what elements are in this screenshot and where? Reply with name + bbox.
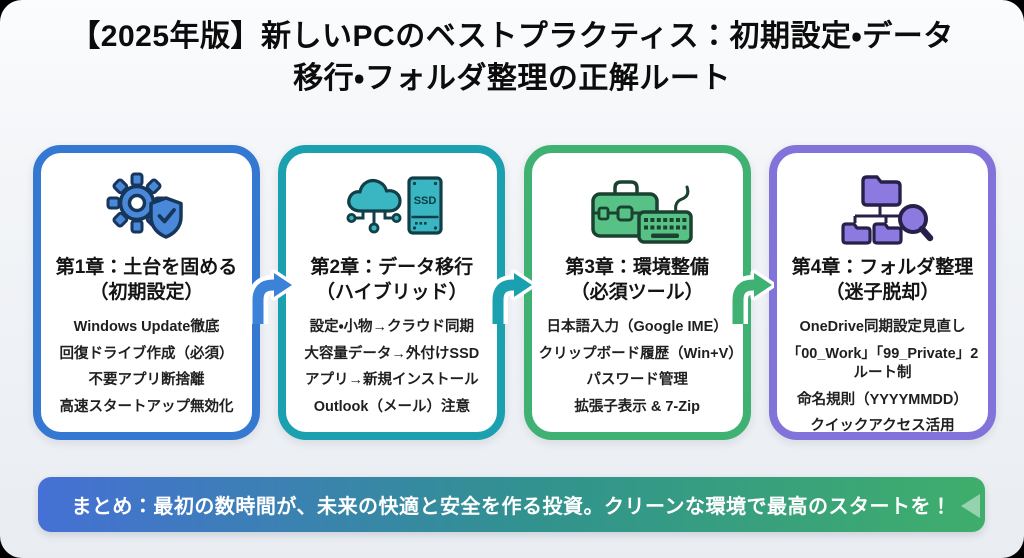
checklist-item: 回復ドライブ作成（必須） bbox=[59, 345, 234, 362]
chapter-2-items: 設定・小物→クラウド同期 大容量データ→外付けSSD アプリ→新規インストール … bbox=[293, 318, 490, 417]
ssd-label: SSD bbox=[414, 195, 437, 207]
chapter-4-title: 第4章：フォルダ整理 （迷子脱却） bbox=[784, 255, 981, 305]
chapter-subtitle-line: （ハイブリッド） bbox=[316, 282, 468, 304]
flow-arrow-1 bbox=[248, 269, 294, 324]
cloud-ssd-icon: SSD bbox=[346, 176, 443, 235]
chapter-2-title: 第2章：データ移行 （ハイブリッド） bbox=[293, 255, 490, 305]
chapter-card-2: SSD 第2章：データ移行 （ハイブリッド） 設定・小物→クラウド同期 bbox=[278, 145, 506, 440]
toolbox-keyboard-icon bbox=[591, 180, 693, 244]
page-curl-decoration bbox=[961, 494, 980, 518]
chapter-card-1: 第1章：土台を固める （初期設定） Windows Update徹底 回復ドライ… bbox=[33, 145, 260, 440]
flow-arrow-2 bbox=[488, 269, 534, 324]
chapter-cards-row: 第1章：土台を固める （初期設定） Windows Update徹底 回復ドライ… bbox=[33, 145, 996, 440]
chapter-subtitle-line: （初期設定） bbox=[89, 282, 204, 304]
checklist-item: アプリ→新規インストール bbox=[304, 372, 479, 389]
checklist-item: Windows Update徹底 bbox=[73, 319, 220, 336]
summary-bar: まとめ：最初の数時間が、未来の快適と安全を作る投資。クリーンな環境で最高のスター… bbox=[38, 477, 985, 532]
chapter-4-items: OneDrive同期設定見直し 「00_Work」「99_Private」2ルー… bbox=[784, 318, 981, 437]
checklist-item: Outlook（メール）注意 bbox=[313, 398, 470, 415]
chapter-1-title: 第1章：土台を固める （初期設定） bbox=[48, 255, 245, 305]
checklist-item: 「00_Work」「99_Private」2ルート制 bbox=[786, 345, 979, 382]
checklist-item: 不要アプリ断捨離 bbox=[88, 372, 205, 389]
chapter-subtitle-line: （必須ツール） bbox=[570, 282, 704, 304]
checklist-item: 高速スタートアップ無効化 bbox=[59, 398, 234, 415]
chapter-subtitle-line: （迷子脱却） bbox=[825, 282, 940, 304]
checklist-item: 拡張子表示 & 7-Zip bbox=[574, 398, 700, 415]
chapter-title-line: 第2章：データ移行 bbox=[310, 257, 474, 278]
chapter-1-items: Windows Update徹底 回復ドライブ作成（必須） 不要アプリ断捨離 高… bbox=[48, 318, 245, 417]
chapter-4-icon-area bbox=[784, 167, 981, 247]
chapter-2-icon-area: SSD bbox=[293, 167, 490, 247]
chapter-card-4: 第4章：フォルダ整理 （迷子脱却） OneDrive同期設定見直し 「00_Wo… bbox=[768, 145, 996, 440]
checklist-item: 命名規則（YYYYMMDD） bbox=[797, 391, 968, 408]
chapter-3-title: 第3章：環境整備 （必須ツール） bbox=[539, 255, 736, 305]
checklist-item: OneDrive同期設定見直し bbox=[799, 319, 966, 336]
checklist-item: パスワード管理 bbox=[586, 372, 688, 389]
flow-arrow-3 bbox=[728, 269, 774, 324]
checklist-item: 設定・小物→クラウド同期 bbox=[309, 319, 475, 336]
chapter-1-icon-area bbox=[48, 167, 245, 247]
summary-text: まとめ：最初の数時間が、未来の快適と安全を作る投資。クリーンな環境で最高のスター… bbox=[71, 496, 952, 518]
gear-shield-icon bbox=[106, 172, 183, 239]
chapter-title-line: 第3章：環境整備 bbox=[565, 257, 709, 278]
chapter-title-line: 第1章：土台を固める bbox=[55, 257, 238, 278]
chapter-card-3: 第3章：環境整備 （必須ツール） 日本語入力（Google IME） クリップボ… bbox=[523, 145, 751, 440]
folder-tree-magnifier-icon bbox=[841, 175, 934, 245]
chapter-3-icon-area bbox=[539, 167, 736, 247]
checklist-item: クイックアクセス活用 bbox=[810, 418, 955, 435]
page-title: 【2025年版】新しいPCのベストプラクティス：初期設定・データ移行・フォルダ整… bbox=[70, 20, 954, 95]
chapter-title-line: 第4章：フォルダ整理 bbox=[791, 257, 974, 278]
chapter-3-items: 日本語入力（Google IME） クリップボード履歴（Win+V） パスワード… bbox=[538, 318, 743, 417]
checklist-item: 日本語入力（Google IME） bbox=[546, 319, 728, 336]
checklist-item: 大容量データ→外付けSSD bbox=[304, 345, 480, 362]
checklist-item: クリップボード履歴（Win+V） bbox=[538, 345, 743, 362]
